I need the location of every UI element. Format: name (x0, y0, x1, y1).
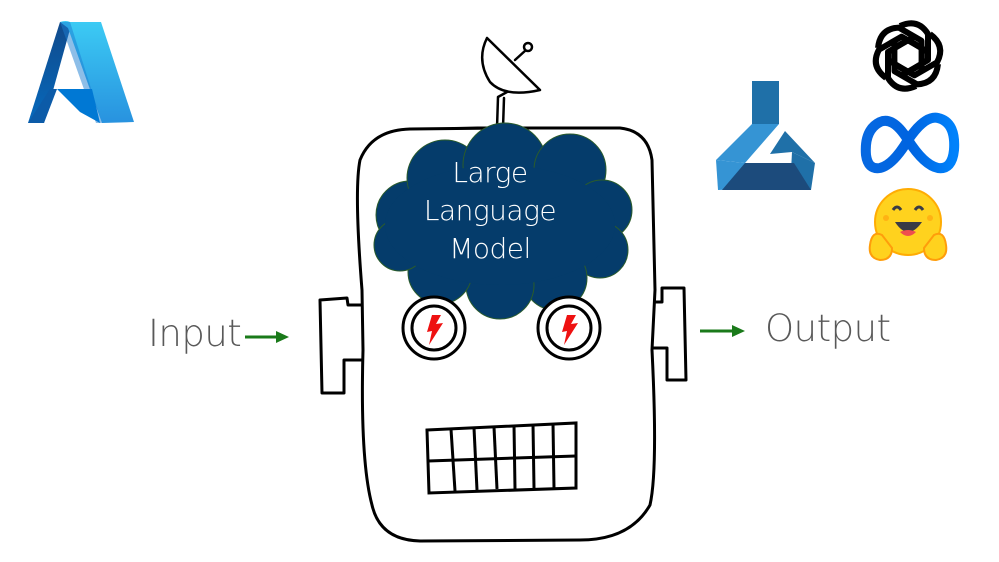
left-ear (318, 296, 362, 395)
azure-logo-icon (28, 21, 134, 123)
robot-head (355, 126, 657, 543)
meta-logo-icon (860, 112, 960, 174)
llm-label-line-1: Large (452, 156, 528, 189)
left-eye (401, 295, 467, 361)
llm-label: Large Language Model (400, 154, 580, 268)
huggingface-logo-icon (868, 188, 948, 262)
right-eye (536, 295, 602, 361)
lightning-bolt-icon (562, 315, 578, 345)
robot-mouth (425, 421, 578, 495)
lightning-bolt-icon (427, 315, 443, 345)
right-ear (653, 286, 688, 382)
llm-label-line-3: Model (449, 232, 531, 265)
input-label: Input (148, 312, 242, 355)
azure-ml-logo-icon (716, 81, 815, 190)
output-arrow-icon (700, 325, 745, 337)
openai-logo-icon (872, 20, 944, 92)
output-label: Output (765, 307, 891, 350)
input-arrow-icon (245, 331, 289, 343)
llm-label-line-2: Language (423, 194, 557, 227)
antenna-icon (481, 36, 542, 130)
